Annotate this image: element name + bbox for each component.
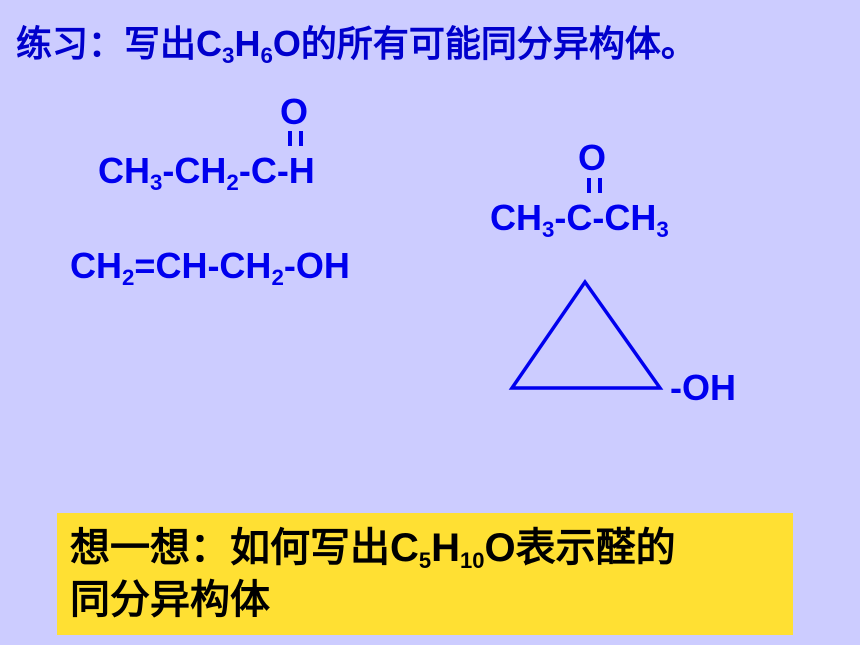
acetone-oxygen: O [578,137,607,178]
cyclopropane-ring [508,278,664,390]
propanal-double-bond-right [299,131,303,146]
acetone-double-bond-right [598,178,602,193]
acetone-double-bond-left [587,178,591,193]
propanal-double-bond-left [288,131,292,146]
title-formula: C3H6O [196,23,301,69]
allyl-alcohol-formula: CH2=CH-CH2-OH [70,245,350,291]
title-suffix: 的所有可能同分异构体。 [300,23,697,64]
exercise-title: 练习：写出C3H6O的所有可能同分异构体。 [16,23,697,69]
title-prefix: 练习：写出 [16,23,197,64]
cyclopropanol-oh: -OH [670,367,736,408]
propanal-formula: CH3-CH2-C-H [98,150,315,196]
acetone-formula: CH3-C-CH3 [490,197,669,243]
think-line-2: 同分异构体 [70,578,270,622]
think-box [57,513,793,635]
think-question: 想一想：如何写出C5H10O表示醛的 同分异构体 [70,522,770,626]
cyclopropane-triangle [508,278,664,390]
think-line-1: 想一想：如何写出C5H10O表示醛的 [70,526,676,574]
propanal-oxygen: O [280,91,309,132]
